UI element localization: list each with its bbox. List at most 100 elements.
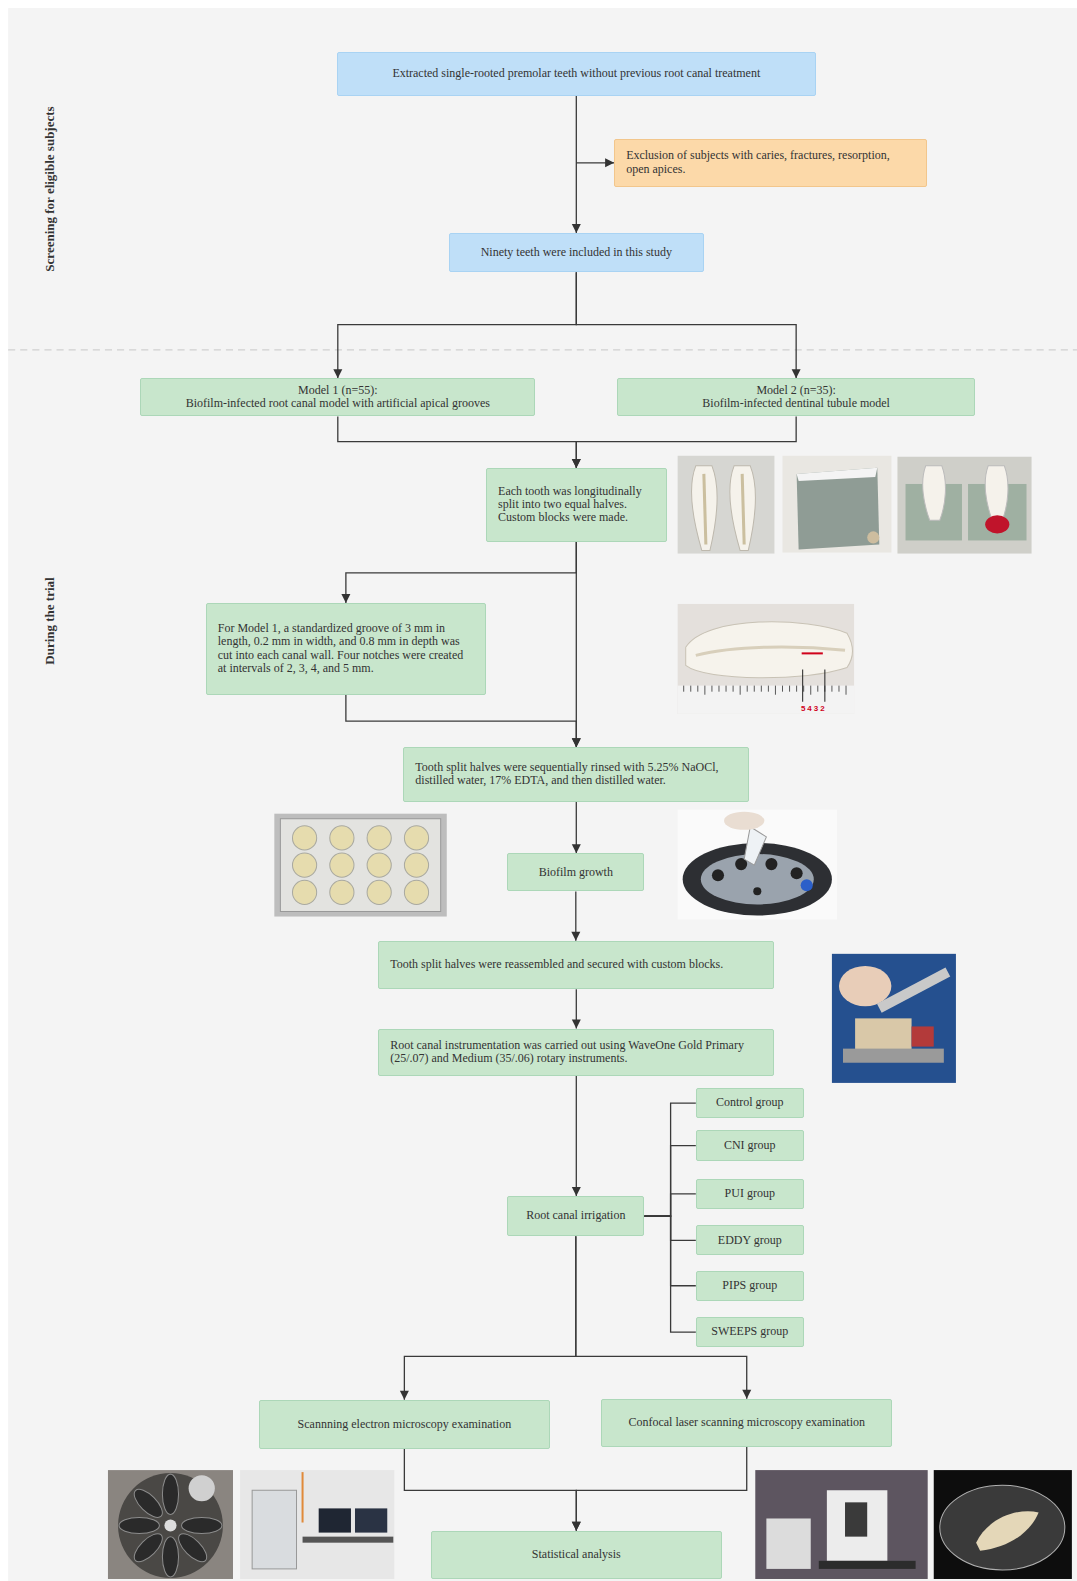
arrowhead (333, 369, 342, 378)
process-box: Model 1 (n=55):Biofilm-infected root can… (140, 378, 535, 416)
box-text: Tooth split halves were sequentially rin… (415, 761, 737, 788)
notch-line (824, 670, 825, 702)
tooth-half (692, 466, 718, 551)
box-text: Each tooth was longitudinally split into… (498, 485, 655, 525)
box-text: PIPS group (708, 1279, 792, 1292)
canal (704, 474, 706, 545)
connector-line (338, 416, 576, 467)
instrumentation-photo (832, 954, 956, 1083)
photo-ground (897, 457, 1031, 554)
photo-ground (934, 1470, 1072, 1579)
centrifuge-photo (678, 810, 837, 920)
section-label: During the trial (42, 577, 58, 664)
arrowhead (572, 738, 581, 747)
box-text: Root canal instrumentation was carried o… (390, 1039, 762, 1066)
group-box: SWEEPS group (696, 1317, 804, 1347)
arrowhead (572, 1020, 581, 1029)
connector (404, 1449, 580, 1531)
process-box: Tooth split halves were reassembled and … (378, 941, 774, 989)
arrowhead (572, 1187, 581, 1196)
coin (189, 1475, 215, 1501)
block-rim (797, 468, 878, 481)
desk (303, 1537, 394, 1543)
arrowhead (572, 1522, 581, 1531)
connector-line (404, 1449, 576, 1531)
connector (341, 542, 576, 604)
rotor (701, 854, 814, 904)
connector (644, 1146, 695, 1217)
connector (576, 158, 614, 167)
connector-line (576, 96, 577, 233)
monitor (355, 1508, 387, 1532)
process-box: Scannning electron microscopy examinatio… (259, 1400, 549, 1449)
connector (572, 1076, 581, 1196)
connector-line (346, 695, 576, 747)
connector-line (346, 542, 576, 604)
box-text: SWEEPS group (708, 1325, 792, 1338)
confocal-photo (755, 1470, 927, 1579)
box-text: For Model 1, a standardized groove of 3 … (218, 622, 474, 676)
glove (724, 812, 764, 830)
connector (572, 542, 581, 748)
arrowhead (742, 1390, 751, 1399)
photo-ground (832, 954, 956, 1083)
arrowhead (571, 932, 580, 941)
stub (118, 1473, 223, 1578)
red-part (912, 1026, 934, 1046)
dish (940, 1485, 1065, 1570)
connector (572, 416, 796, 467)
section-label: Screening for eligible subjects (42, 106, 58, 271)
microscope-body (827, 1490, 887, 1561)
red-wax (985, 515, 1009, 533)
notch-numbers: 5432 (801, 703, 827, 712)
custom-block-photo (783, 456, 892, 553)
ruler (678, 686, 854, 714)
connector-line (576, 1447, 746, 1531)
connector (572, 96, 581, 233)
photo-ground (274, 814, 446, 917)
tube (744, 827, 766, 865)
connector (400, 1236, 576, 1399)
tooth-apex (867, 531, 879, 543)
photo-ground (783, 456, 892, 553)
photo-ground (108, 1470, 233, 1579)
connector-line (644, 1146, 695, 1217)
photo-ground (755, 1470, 927, 1579)
connector-line (644, 1216, 695, 1332)
groove-mark (802, 652, 823, 654)
group-box: EDDY group (696, 1225, 804, 1255)
sem-machine-photo (240, 1470, 394, 1579)
connector (571, 891, 580, 940)
canal (742, 474, 744, 545)
box-text: CNI group (708, 1139, 792, 1152)
tooth-half (985, 466, 1008, 520)
petri-dish-photo (934, 1470, 1072, 1579)
well-plate-photo (274, 814, 446, 917)
arrowhead (572, 738, 581, 747)
connector (572, 989, 581, 1028)
box-text: Control group (708, 1096, 792, 1109)
process-box: Statistical analysis (431, 1531, 722, 1579)
arrowhead (572, 459, 581, 468)
box-text: Exclusion of subjects with caries, fract… (626, 149, 915, 176)
blue-tube (801, 879, 813, 891)
tooth-half (976, 1511, 1039, 1551)
box-text: Confocal laser scanning microscopy exami… (613, 1416, 880, 1429)
photo-ground (240, 1470, 394, 1579)
blocks-with-teeth-photo (897, 457, 1031, 554)
process-box: Confocal laser scanning microscopy exami… (601, 1399, 892, 1447)
tooth-half (686, 622, 853, 678)
groove-ruler-photo (678, 604, 854, 714)
group-box: CNI group (696, 1130, 804, 1160)
arrowhead (572, 844, 581, 853)
hand (839, 966, 891, 1006)
cable (302, 1472, 304, 1522)
connector-line (404, 1236, 575, 1399)
arrowhead (341, 594, 350, 603)
laser-unit (766, 1518, 810, 1568)
process-box: Biofilm growth (507, 853, 644, 891)
process-box: Model 2 (n=35):Biofilm-infected dentinal… (617, 378, 975, 416)
group-box: Control group (696, 1088, 804, 1118)
photo-ground (678, 456, 775, 554)
